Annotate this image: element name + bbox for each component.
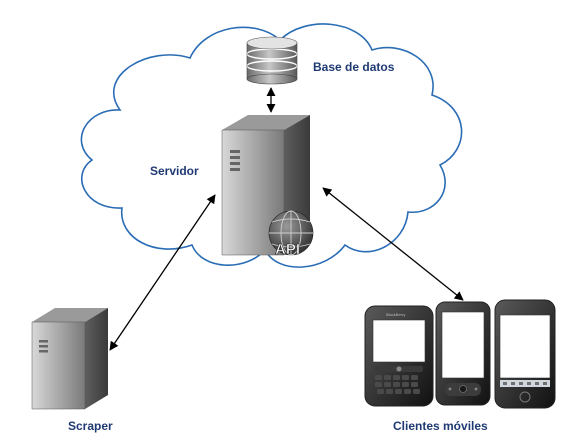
arrow-server-clients [322,187,464,301]
scraper-server-icon [31,308,108,410]
brand-label: BlackBerry [386,312,405,317]
arrow-server-scraper [109,194,216,351]
blackberry-phone-icon: BlackBerry [364,305,434,407]
label-database: Base de datos [313,60,395,74]
api-globe-icon [268,210,314,256]
mobile-phones-icon: BlackBerry [364,299,556,409]
database-icon [246,36,298,85]
label-server: Servidor [150,164,199,178]
label-clients: Clientes móviles [393,419,488,433]
api-label: API [275,241,300,258]
label-scraper: Scraper [68,419,113,433]
android-phone-icon [435,301,491,406]
iphone-icon [494,299,556,409]
